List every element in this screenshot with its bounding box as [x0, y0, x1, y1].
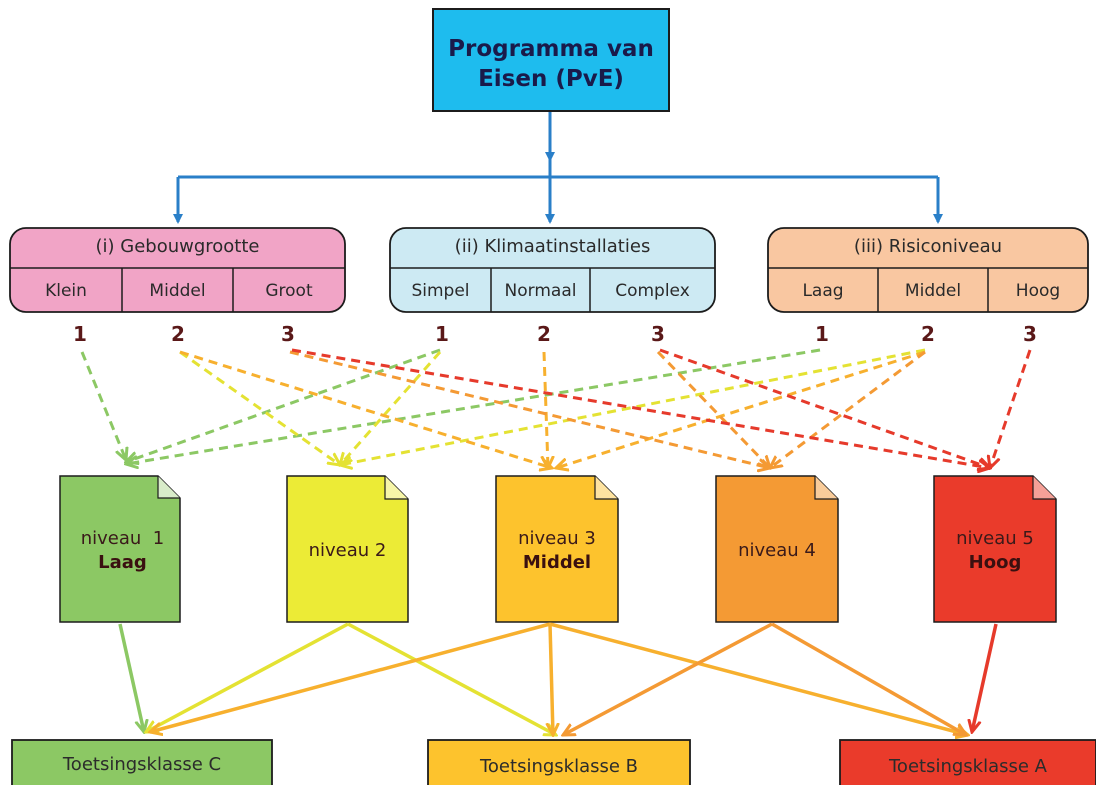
mapping-arrow	[544, 351, 548, 468]
category-title-klimaat: (ii) Klimaatinstallaties	[454, 236, 651, 257]
score-gebouw-2: 2	[171, 322, 185, 346]
class-arrow	[563, 622, 773, 735]
mapping-arrow	[291, 348, 990, 468]
mapping-arrow	[556, 350, 926, 468]
class-arrow	[150, 622, 551, 732]
class-mapping-arrows	[118, 622, 998, 735]
level-4-label: niveau 4	[738, 540, 816, 561]
class-arrow	[550, 623, 553, 735]
score-risico-1: 1	[815, 322, 829, 346]
level-2-doc	[286, 475, 409, 623]
option-klein: Klein	[45, 281, 87, 301]
mapping-arrow	[126, 348, 441, 462]
option-hoog: Hoog	[1015, 281, 1061, 301]
category-title-risiconiveau: (iii) Risiconiveau	[853, 236, 1003, 257]
class-a-box	[839, 739, 1096, 785]
class-arrow	[771, 622, 966, 735]
level-3-doc	[495, 475, 619, 623]
level-2-fold	[384, 476, 408, 500]
category-box	[9, 227, 346, 313]
level-3-label: niveau 3	[518, 528, 596, 549]
score-mapping-arrows	[80, 348, 1032, 468]
class-arrow	[972, 623, 998, 732]
category-gebouwgrootte	[9, 227, 346, 313]
root-title: Programma van Eisen (PvE)	[432, 34, 670, 94]
category-risiconiveau	[767, 227, 1089, 313]
class-c-box	[11, 739, 273, 785]
level-3-fold	[594, 476, 618, 500]
level-1-doc	[59, 475, 181, 623]
score-gebouw-1: 1	[73, 322, 87, 346]
level-5-sub: Hoog	[968, 552, 1022, 573]
root-box	[432, 8, 670, 112]
category-box	[767, 227, 1089, 313]
root-title-line2: Eisen (PvE)	[478, 66, 624, 92]
level-1-fold	[157, 476, 180, 499]
category-klimaatinstallaties	[389, 227, 716, 313]
option-simpel: Simpel	[411, 281, 470, 301]
category-title-gebouwgrootte: (i) Gebouwgrootte	[95, 236, 260, 257]
option-normaal: Normaal	[504, 281, 577, 301]
score-klimaat-1: 1	[435, 322, 449, 346]
mapping-arrow	[179, 350, 552, 468]
level-4-shape	[715, 475, 839, 623]
option-laag: Laag	[802, 281, 844, 301]
mapping-arrow	[990, 349, 1032, 468]
mapping-arrow	[340, 348, 926, 465]
class-arrow	[549, 622, 968, 735]
class-b-box	[427, 739, 691, 785]
class-arrow	[347, 622, 556, 735]
level-1-label: niveau 1	[80, 528, 165, 549]
level-2-label: niveau 2	[308, 540, 387, 561]
score-gebouw-3: 3	[281, 322, 295, 346]
class-arrow	[118, 623, 144, 732]
mapping-arrow	[659, 348, 990, 468]
mapping-arrow	[80, 351, 126, 460]
level-4-fold	[814, 476, 838, 500]
level-5-label: niveau 5	[956, 528, 1034, 549]
mapping-arrow	[770, 350, 926, 468]
level-3-shape	[495, 475, 619, 623]
root-title-line1: Programma van	[448, 36, 654, 62]
score-klimaat-3: 3	[651, 322, 665, 346]
option-complex: Complex	[615, 281, 690, 301]
score-risico-3: 3	[1023, 322, 1037, 346]
level-5-shape	[933, 475, 1057, 623]
option-groot: Groot	[265, 281, 313, 301]
level-1-sub: Laag	[98, 552, 147, 573]
level-2-shape	[286, 475, 409, 623]
category-box	[389, 227, 716, 313]
score-risico-2: 2	[921, 322, 935, 346]
level-3-sub: Middel	[522, 552, 592, 573]
mapping-arrow	[179, 350, 340, 465]
class-a-label: Toetsingsklasse A	[889, 756, 1047, 777]
level-4-doc	[715, 475, 839, 623]
class-b-label: Toetsingsklasse B	[479, 756, 639, 777]
root-connectors	[173, 112, 943, 224]
level-5-doc	[933, 475, 1057, 623]
level-5-fold	[1032, 476, 1056, 500]
class-c-label: Toetsingsklasse C	[62, 754, 222, 775]
option-middel: Middel	[149, 281, 206, 301]
mapping-arrow	[656, 350, 770, 468]
score-klimaat-2: 2	[537, 322, 551, 346]
option-middel-risico: Middel	[904, 281, 962, 301]
level-1-shape	[59, 475, 181, 623]
class-arrow	[146, 622, 349, 732]
mapping-arrow	[340, 351, 442, 465]
mapping-arrow	[289, 350, 770, 468]
mapping-arrow	[126, 348, 821, 464]
